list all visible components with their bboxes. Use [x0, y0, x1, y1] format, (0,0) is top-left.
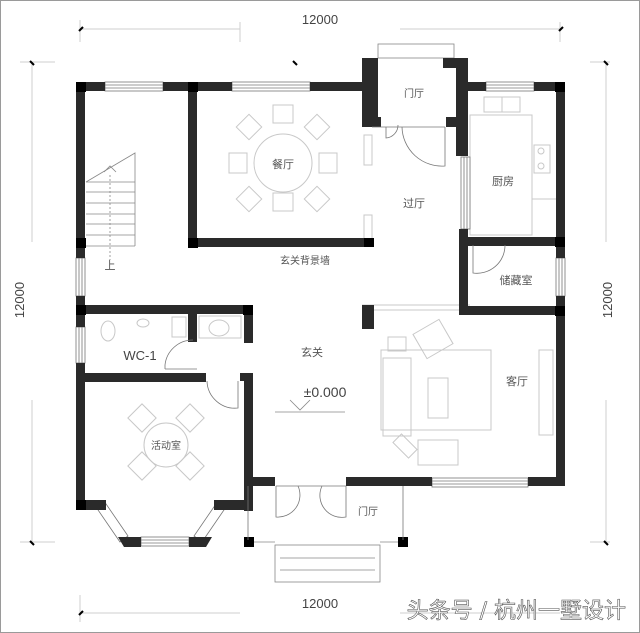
label-entry: 玄关 — [301, 345, 323, 359]
dim-top: 12000 — [302, 12, 338, 27]
label-foyer-top: 门厅 — [404, 87, 424, 100]
dimension-ticks — [29, 26, 609, 616]
label-dining: 餐厅 — [272, 157, 294, 171]
stairs — [85, 152, 136, 260]
label-wc: WC-1 — [123, 348, 156, 363]
furniture — [100, 96, 556, 481]
dim-left: 12000 — [12, 282, 27, 318]
dimension-lines — [20, 20, 610, 622]
label-entry-wall: 玄关背景墙 — [280, 254, 330, 267]
label-storage: 储藏室 — [500, 273, 533, 287]
label-kitchen: 厨房 — [492, 175, 514, 188]
elevation-marker — [275, 399, 345, 413]
label-corridor: 过厅 — [403, 197, 425, 210]
doors — [164, 124, 506, 540]
dim-right: 12000 — [600, 282, 615, 318]
label-living: 客厅 — [506, 374, 528, 388]
dim-bottom: 12000 — [302, 596, 338, 611]
label-activity: 活动室 — [151, 439, 181, 452]
walls — [76, 58, 565, 547]
label-elevation: ±0.000 — [304, 384, 347, 400]
watermark: 头条号 / 杭州一墅设计 — [407, 599, 626, 624]
columns — [76, 82, 565, 510]
front-steps — [250, 43, 455, 583]
label-stairs-up: 上 — [105, 259, 116, 272]
label-foyer-bottom: 门厅 — [358, 505, 378, 518]
